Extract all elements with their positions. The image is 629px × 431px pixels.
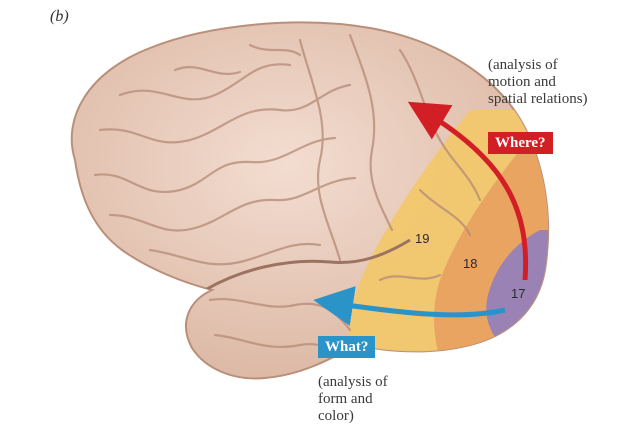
panel-label: (b) xyxy=(50,8,69,26)
area-17-label: 17 xyxy=(511,286,525,301)
what-badge: What? xyxy=(318,336,375,358)
what-note: (analysis of form and color) xyxy=(318,374,388,425)
what-note-line: (analysis of xyxy=(318,374,388,391)
what-note-line: color) xyxy=(318,408,388,425)
what-note-line: form and xyxy=(318,391,388,408)
where-note-line: (analysis of xyxy=(488,57,588,74)
area-18-label: 18 xyxy=(463,256,477,271)
where-note-line: motion and xyxy=(488,74,588,91)
area-19-label: 19 xyxy=(415,231,429,246)
where-badge: Where? xyxy=(488,132,553,154)
where-note: (analysis of motion and spatial relation… xyxy=(488,57,588,108)
where-note-line: spatial relations) xyxy=(488,91,588,108)
